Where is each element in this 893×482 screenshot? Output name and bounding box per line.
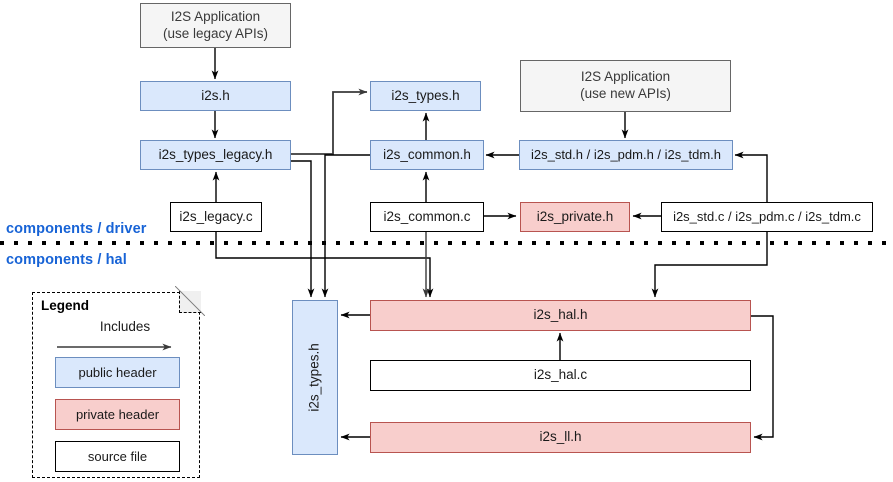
node-i2s-common-h-label: i2s_common.h — [383, 146, 471, 162]
node-i2s-ll-h[interactable]: i2s_ll.h — [370, 422, 751, 453]
legend-swatch-private-header-label: private header — [75, 407, 160, 422]
node-app-legacy-line1: I2S Application — [170, 8, 261, 24]
node-i2s-h-label: i2s.h — [201, 87, 230, 103]
node-i2s-ll-h-label: i2s_ll.h — [539, 429, 582, 445]
legend-title: Legend — [41, 298, 90, 313]
edge-legacyc-halh — [215, 231, 434, 298]
legend-swatch-source-file-label: source file — [87, 449, 148, 464]
node-i2s-std-c-label: i2s_std.c / i2s_pdm.c / i2s_tdm.c — [673, 208, 861, 224]
node-i2s-legacy-c-label: i2s_legacy.c — [179, 208, 253, 224]
node-app-new[interactable]: I2S Application (use new APIs) — [520, 60, 731, 112]
zone-label-hal: components / hal — [6, 252, 127, 268]
node-i2s-hal-h[interactable]: i2s_hal.h — [370, 300, 751, 331]
zone-label-driver-text: components / driver — [6, 221, 147, 237]
node-i2s-private-h-label: i2s_private.h — [536, 208, 614, 224]
node-i2s-legacy-c[interactable]: i2s_legacy.c — [170, 202, 262, 232]
node-i2s-common-c-label: i2s_common.c — [383, 208, 471, 224]
legend-swatch-public-header: public header — [55, 357, 180, 388]
node-i2s-types-h-hal-label: i2s_types.h — [306, 343, 322, 412]
node-i2s-std-h-label: i2s_std.h / i2s_pdm.h / i2s_tdm.h — [530, 146, 722, 162]
legend-fold-corner-icon — [178, 291, 201, 314]
node-i2s-std-c[interactable]: i2s_std.c / i2s_pdm.c / i2s_tdm.c — [661, 202, 873, 232]
zone-label-driver: components / driver — [6, 221, 147, 237]
edge-halh-llh — [751, 315, 774, 441]
node-i2s-hal-c[interactable]: i2s_hal.c — [370, 360, 751, 391]
node-i2s-common-h[interactable]: i2s_common.h — [370, 140, 484, 170]
node-i2s-types-legacy-h-label: i2s_types_legacy.h — [158, 146, 273, 162]
legend-includes-label: Includes — [99, 319, 151, 334]
node-i2s-hal-c-label: i2s_hal.c — [533, 367, 588, 383]
zone-label-hal-text: components / hal — [6, 252, 127, 268]
node-i2s-private-h[interactable]: i2s_private.h — [520, 202, 630, 232]
legend-box: Legend Includes public header private he… — [32, 291, 201, 478]
legend-swatch-public-header-label: public header — [78, 365, 157, 380]
node-app-legacy[interactable]: I2S Application (use legacy APIs) — [140, 3, 291, 48]
node-i2s-std-h[interactable]: i2s_std.h / i2s_pdm.h / i2s_tdm.h — [519, 140, 733, 170]
node-i2s-types-h-top-label: i2s_types.h — [391, 87, 460, 103]
legend-swatch-private-header: private header — [55, 399, 180, 430]
edge-typeslegacy-typeshal — [290, 160, 315, 298]
node-i2s-types-h-hal[interactable]: i2s_types.h — [292, 300, 338, 455]
node-app-new-line2: (use new APIs) — [580, 86, 671, 101]
node-i2s-hal-h-label: i2s_hal.h — [533, 307, 588, 323]
edge-commonh-typeshal — [321, 154, 370, 298]
edge-stdc-halh — [651, 231, 768, 298]
legend-arrow-icon — [57, 343, 172, 351]
edge-stdc-stdh — [734, 151, 768, 202]
node-i2s-types-legacy-h[interactable]: i2s_types_legacy.h — [140, 140, 291, 170]
edge-typeslegacy-types — [290, 88, 368, 155]
legend-swatch-source-file: source file — [55, 441, 180, 472]
node-i2s-h[interactable]: i2s.h — [140, 81, 291, 111]
node-i2s-types-h-top[interactable]: i2s_types.h — [370, 81, 481, 111]
node-app-legacy-line2: (use legacy APIs) — [162, 25, 269, 41]
node-i2s-common-c[interactable]: i2s_common.c — [370, 202, 484, 232]
node-app-new-line1: I2S Application — [580, 69, 671, 85]
